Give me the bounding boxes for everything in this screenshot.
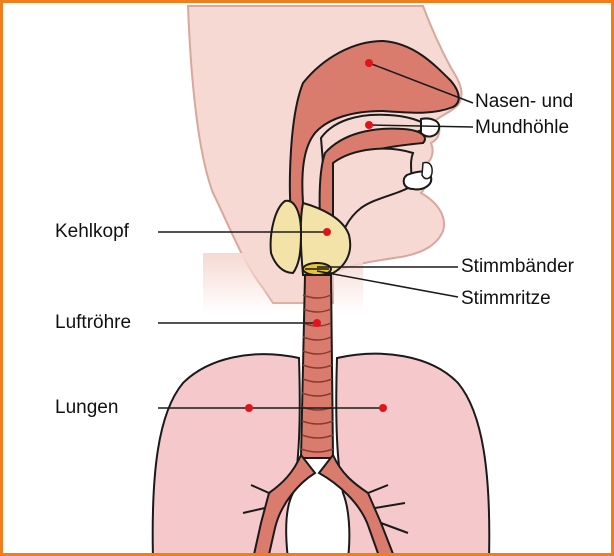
respiratory-illustration: [3, 3, 614, 556]
label-kehlkopf: Kehlkopf: [55, 221, 129, 243]
label-stimmritze: Stimmritze: [461, 288, 551, 310]
label-lungen: Lungen: [55, 397, 118, 419]
label-luftroehre: Luftröhre: [55, 312, 131, 334]
front-tooth: [422, 162, 432, 178]
label-stimmbaender: Stimmbänder: [461, 256, 574, 278]
left-lung: [153, 354, 300, 556]
label-nasen: Nasen- und: [475, 91, 573, 113]
label-mundhoehle: Mundhöhle: [475, 117, 569, 139]
upper-teeth: [421, 118, 439, 136]
right-lung: [336, 354, 489, 556]
